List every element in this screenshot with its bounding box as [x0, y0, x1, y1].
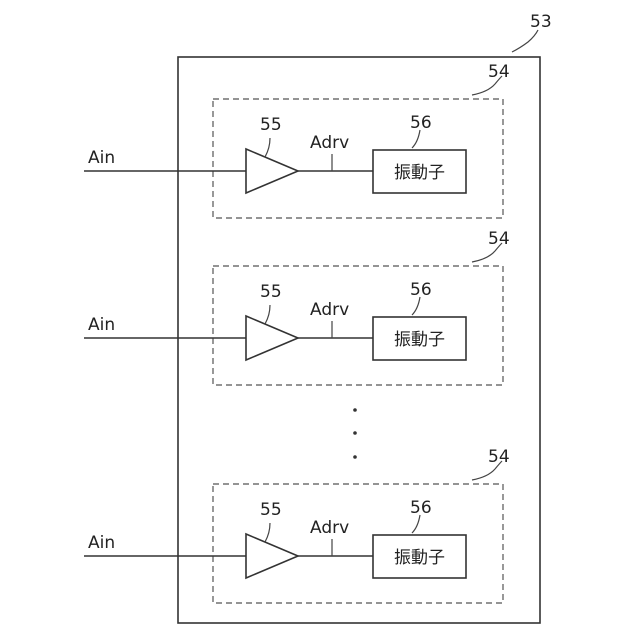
group-ref-label: 54	[488, 447, 510, 467]
amp-ref-label: 55	[260, 282, 282, 302]
element-ref-label: 56	[410, 280, 432, 300]
outer-ref-leader	[512, 30, 538, 52]
outer-module-box	[178, 57, 540, 623]
channel-group-box	[213, 99, 503, 218]
element-ref-label: 56	[410, 113, 432, 133]
channel-1: 54 Ain 55 Adrv 振動子 56	[84, 62, 510, 218]
input-label: Ain	[88, 148, 115, 168]
drive-label: Adrv	[310, 133, 349, 153]
input-label: Ain	[88, 315, 115, 335]
vibrator-label: 振動子	[394, 163, 445, 183]
group-ref-label: 54	[488, 229, 510, 249]
outer-ref-label: 53	[530, 12, 552, 32]
amplifier-triangle	[246, 149, 298, 193]
ellipsis-dot	[353, 455, 357, 459]
amp-ref-label: 55	[260, 500, 282, 520]
element-ref-label: 56	[410, 498, 432, 518]
amplifier-triangle	[246, 316, 298, 360]
amp-ref-leader	[265, 523, 270, 542]
channel-2: 54 Ain 55 Adrv 振動子 56	[84, 229, 510, 385]
drive-label: Adrv	[310, 300, 349, 320]
vibrator-label: 振動子	[394, 548, 445, 568]
amplifier-triangle	[246, 534, 298, 578]
ellipsis-dot	[353, 408, 357, 412]
amp-ref-leader	[265, 305, 270, 324]
channel-group-box	[213, 484, 503, 603]
ellipsis-dots	[353, 408, 357, 459]
amp-ref-leader	[265, 138, 270, 157]
ellipsis-dot	[353, 431, 357, 435]
drive-label: Adrv	[310, 518, 349, 538]
group-ref-label: 54	[488, 62, 510, 82]
vibrator-label: 振動子	[394, 330, 445, 350]
amp-ref-label: 55	[260, 115, 282, 135]
channel-group-box	[213, 266, 503, 385]
channel-3: 54 Ain 55 Adrv 振動子 56	[84, 447, 510, 603]
input-label: Ain	[88, 533, 115, 553]
